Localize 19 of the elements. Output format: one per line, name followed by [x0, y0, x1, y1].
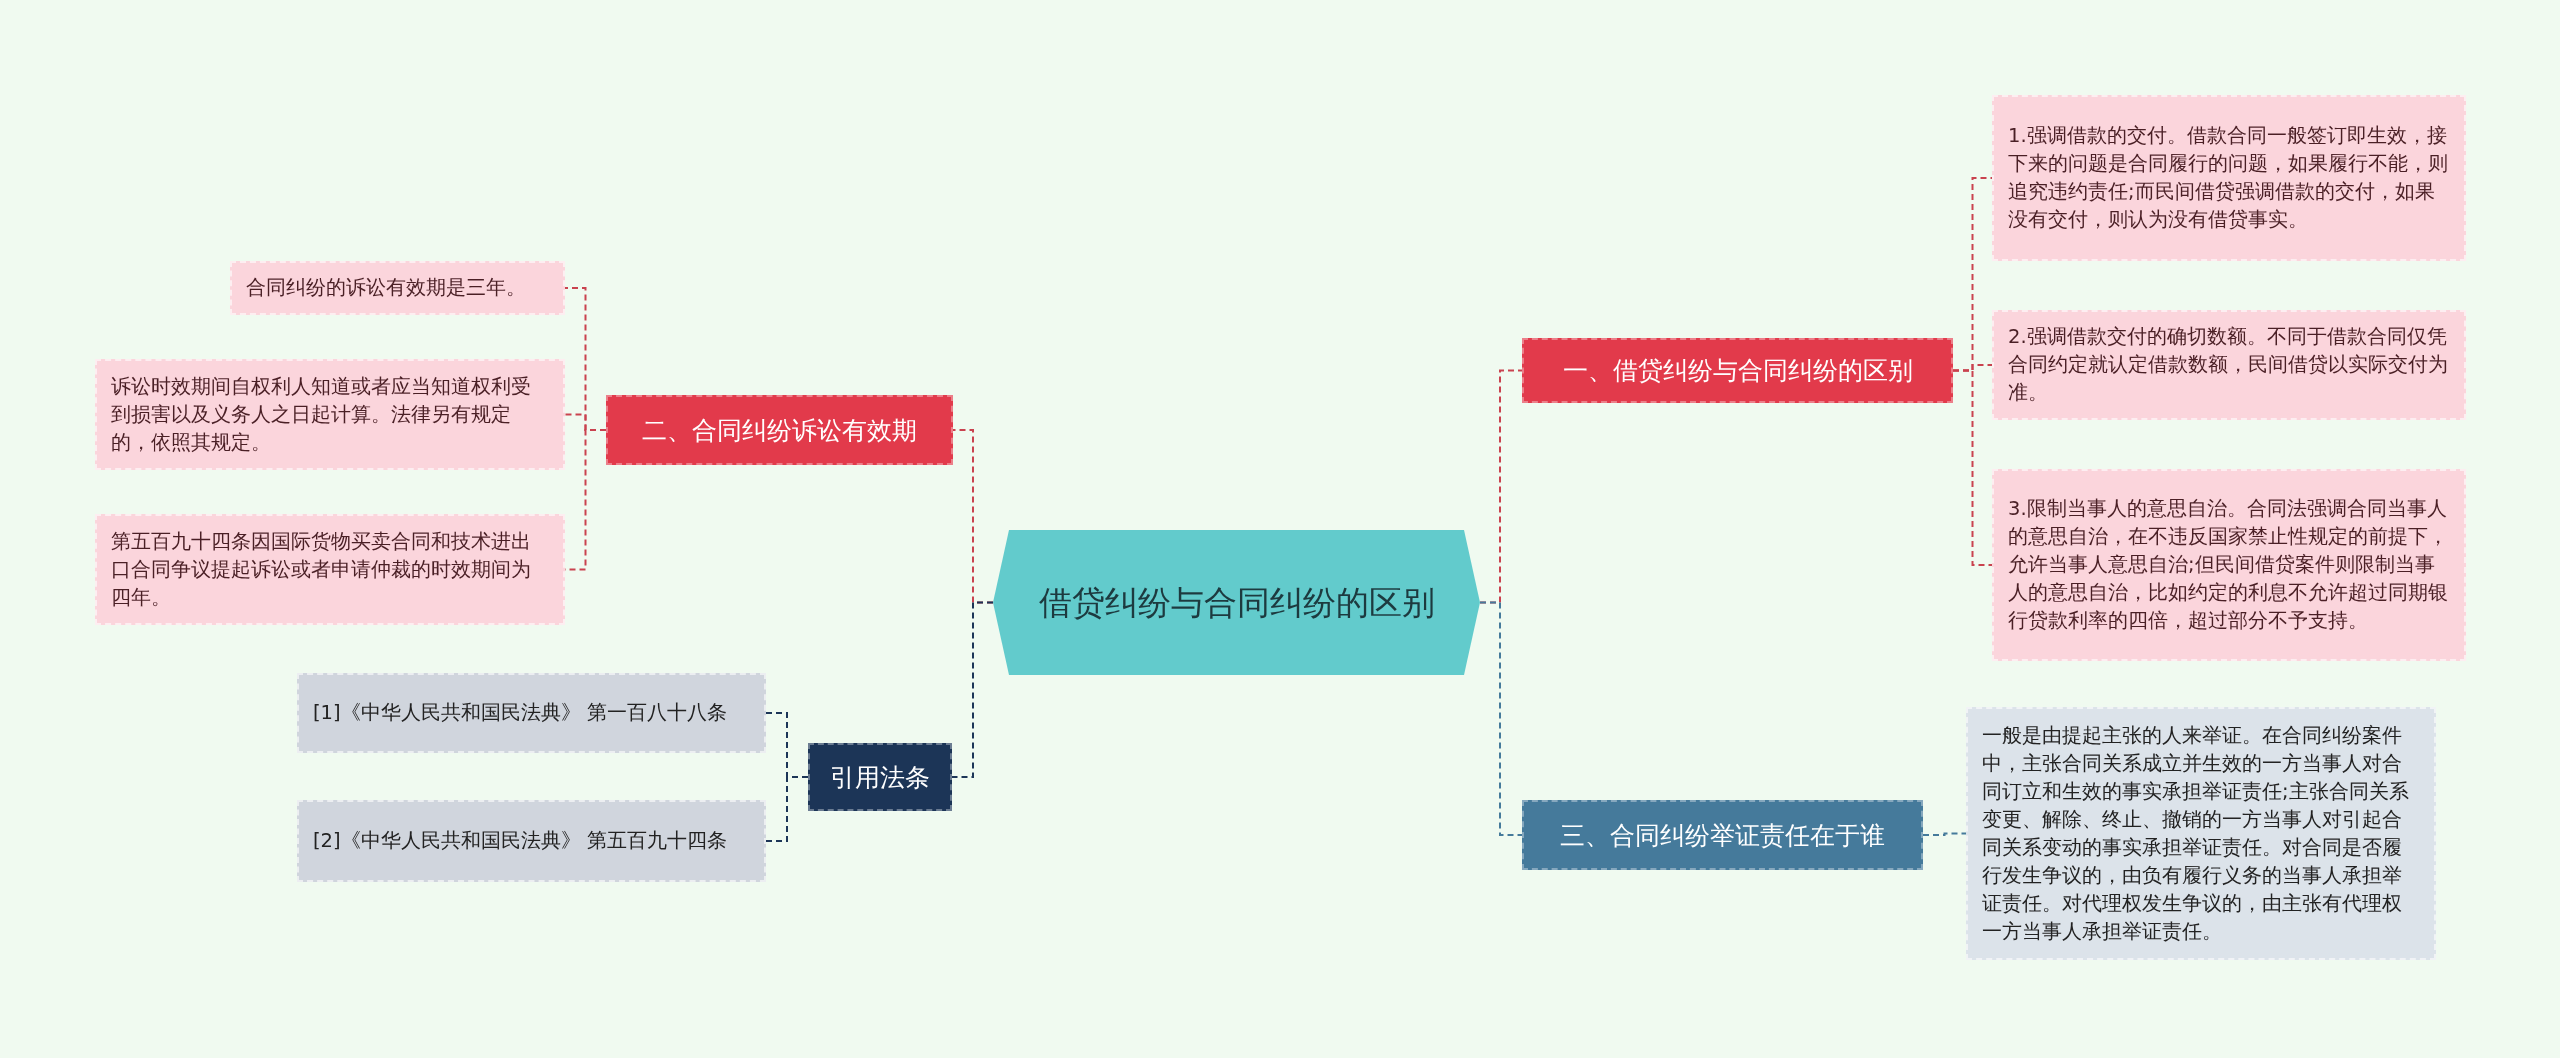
- branch-box: 引用法条: [808, 743, 952, 811]
- note-box: 1.强调借款的交付。借款合同一般签订即生效，接下来的问题是合同履行的问题，如果履行不能，则追究违约责任;而民间借贷强调借款的交付，如果没有交付，则认为没有借贷事实。: [1992, 95, 2466, 261]
- branch-box: 二、合同纠纷诉讼有效期: [606, 395, 953, 465]
- note-box: 诉讼时效期间自权利人知道或者应当知道权利受到损害以及义务人之日起计算。法律另有规定的，依照其规定。: [95, 359, 565, 470]
- connector-line: [1479, 601, 1523, 836]
- note-box: 一般是由提起主张的人来举证。在合同纠纷案件中，主张合同关系成立并生效的一方当事人对合同订立和生效的事实承担举证责任;主张合同关系变更、解除、终止、撤销的一方当事人对引起合同关系变动的事实承担举证责任。对合同是否履行发生争议的，由负有履行义务的当事人承担举证责任。对代理权发生争议的，由主张有代理权一方当事人承担举证责任。: [1966, 707, 2436, 960]
- note-box: [2]《中华人民共和国民法典》 第五百九十四条: [297, 800, 766, 882]
- connector-line: [765, 776, 809, 842]
- note-box: 第五百九十四条因国际货物买卖合同和技术进出口合同争议提起诉讼或者申请仲裁的时效期间为四年。: [95, 514, 565, 625]
- connector-line: [1952, 369, 1993, 566]
- connector-line: [951, 601, 994, 778]
- topic-hexagon: 借贷纠纷与合同纠纷的区别: [993, 530, 1480, 675]
- branch-box: 一、借贷纠纷与合同纠纷的区别: [1522, 338, 1953, 403]
- note-box: 3.限制当事人的意思自治。合同法强调合同当事人的意思自治，在不违反国家禁止性规定的前提下，允许当事人意思自治;但民间借贷案件则限制当事人的意思自治，比如约定的利息不允许超过同期银行贷款利率的四倍，超过部分不予支持。: [1992, 469, 2466, 661]
- note-box: [1]《中华人民共和国民法典》 第一百八十八条: [297, 673, 766, 753]
- note-box: 合同纠纷的诉讼有效期是三年。: [230, 261, 565, 315]
- connector-line: [1922, 832, 1967, 836]
- branch-box: 三、合同纠纷举证责任在于谁: [1522, 800, 1923, 870]
- note-box: 2.强调借款交付的确切数额。不同于借款合同仅凭合同约定就认定借款数额，民间借贷以实际交付为准。: [1992, 310, 2466, 420]
